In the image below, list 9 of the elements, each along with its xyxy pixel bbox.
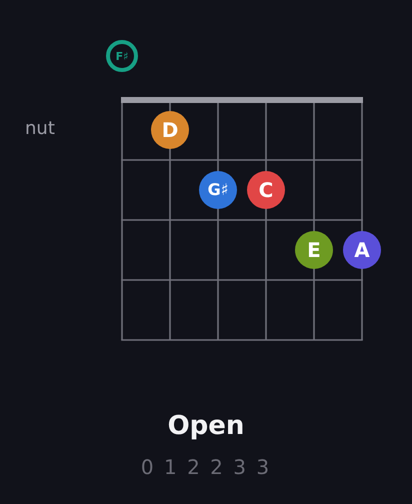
note-dot: G♯ xyxy=(199,171,237,209)
note-dot: D xyxy=(151,111,189,149)
note-dot: C xyxy=(247,171,285,209)
chord-title: Open xyxy=(168,412,244,442)
note-dot: A xyxy=(343,231,381,269)
note-dot: E xyxy=(295,231,333,269)
nut-label: nut xyxy=(25,119,55,140)
open-string-marker: F♯ xyxy=(106,40,138,72)
fret-numbers: 0 1 2 2 3 3 xyxy=(140,456,272,479)
